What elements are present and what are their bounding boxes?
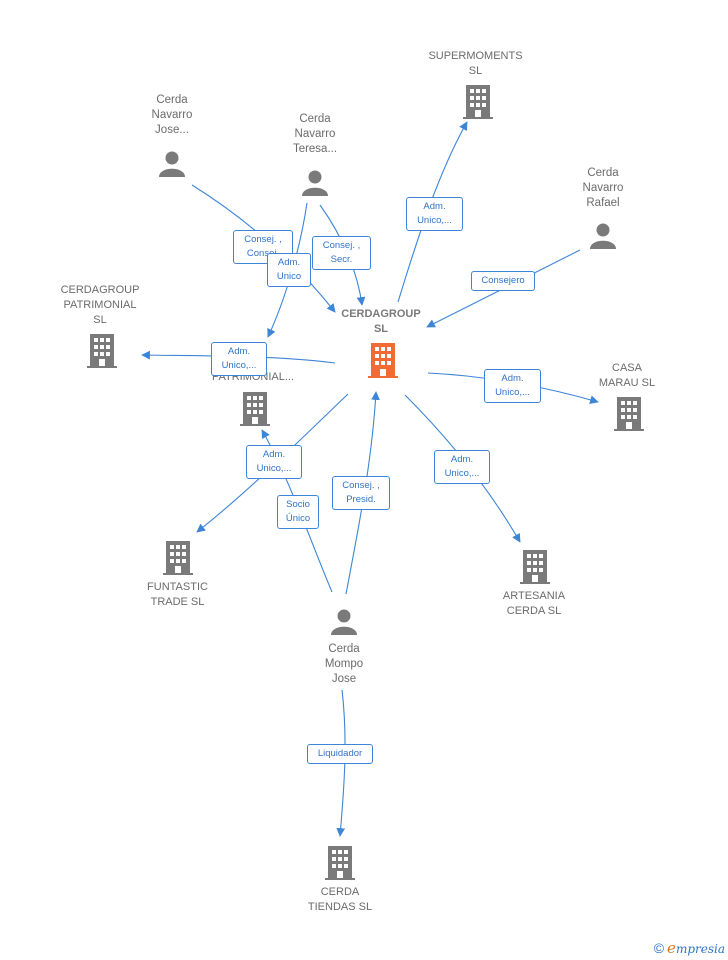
- edge-mompo-tiendas: [336, 689, 346, 837]
- edge-label-rafael-consejero[interactable]: Consejero: [471, 271, 535, 291]
- brand-initial: e: [667, 939, 676, 957]
- edge-label-mompo-liquidador[interactable]: Liquidador: [307, 744, 373, 764]
- edge-label-casa-marau[interactable]: Adm. Unico,...: [484, 369, 541, 403]
- footer-brand: ©empresia: [654, 939, 725, 957]
- building-icon-a-patrimonial[interactable]: [240, 392, 270, 426]
- building-icon-funtastic[interactable]: [163, 541, 193, 575]
- building-icon-cerdagroup-patrimonial[interactable]: [87, 334, 117, 368]
- edge-label-funtastic[interactable]: Adm. Unico,...: [246, 445, 302, 479]
- building-icon-supermoments[interactable]: [463, 85, 493, 119]
- edge-label-supermoments[interactable]: Adm. Unico,...: [406, 197, 463, 231]
- edge-label-artesania[interactable]: Adm. Unico,...: [434, 450, 490, 484]
- edge-label-mompo-consej[interactable]: Consej. , Presid.: [332, 476, 390, 510]
- node-supermoments-label[interactable]: SUPERMOMENTS SL: [428, 50, 523, 77]
- node-cerda-tiendas-label[interactable]: CERDA TIENDAS SL: [307, 886, 373, 913]
- node-casa-marau-label[interactable]: CASA MARAU SL: [598, 362, 656, 389]
- node-funtastic-label[interactable]: FUNTASTIC TRADE SL: [147, 581, 208, 608]
- edge-label-teresa-adm[interactable]: Adm. Unico: [267, 253, 311, 287]
- edge-rafael-center: [426, 249, 581, 328]
- node-cerda-navarro-teresa-label[interactable]: Cerda Navarro Teresa...: [292, 113, 338, 155]
- node-cerda-navarro-rafael-label[interactable]: Cerda Navarro Rafael: [582, 167, 624, 209]
- node-center-label[interactable]: CERDAGROUP SL: [341, 308, 421, 335]
- node-cerda-mompo-jose-label[interactable]: Cerda Mompo Jose: [324, 643, 364, 685]
- building-icon-cerda-tiendas[interactable]: [325, 846, 355, 880]
- building-icon-center[interactable]: [368, 343, 398, 378]
- edge-label-teresa-consej[interactable]: Consej. , Secr.: [312, 236, 371, 270]
- node-cerda-navarro-jose-label[interactable]: Cerda Navarro Jose...: [151, 94, 193, 136]
- person-icon-jose[interactable]: [159, 151, 185, 178]
- person-icon-mompo[interactable]: [331, 609, 357, 636]
- person-icon-teresa[interactable]: [302, 170, 328, 197]
- node-artesania-label[interactable]: ARTESANIA CERDA SL: [502, 590, 566, 617]
- building-icon-artesania[interactable]: [520, 550, 550, 584]
- building-icon-casa-marau[interactable]: [614, 397, 644, 431]
- node-cerdagroup-patrimonial-label[interactable]: CERDAGROUP PATRIMONIAL SL: [60, 284, 140, 326]
- brand-name: mpresia: [675, 942, 725, 956]
- copyright-icon: ©: [653, 940, 665, 956]
- edge-label-mompo-socio[interactable]: Socio Único: [277, 495, 319, 529]
- person-icon-rafael[interactable]: [590, 223, 616, 250]
- edge-label-patrimonial[interactable]: Adm. Unico,...: [211, 342, 267, 376]
